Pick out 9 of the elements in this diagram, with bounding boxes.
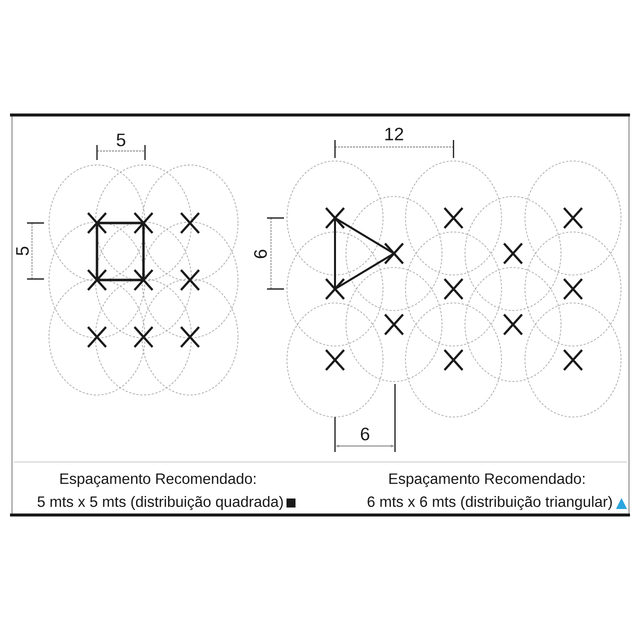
dimension-label: 5 [116, 134, 126, 146]
caption-text: 6 mts x 6 mts (distribuição triangular) [368, 496, 612, 510]
dimension-label: 6 [360, 428, 370, 440]
caption-text: 5 mts x 5 mts (distribuição quadrada) [38, 496, 283, 510]
caption-text: Espaçamento Recomendado: [389, 472, 584, 488]
dimension-label: 12 [385, 128, 404, 140]
dimension-label: 6 [254, 250, 267, 258]
caption-text: Espaçamento Recomendado: [60, 472, 256, 488]
dimension-label: 5 [16, 246, 29, 256]
